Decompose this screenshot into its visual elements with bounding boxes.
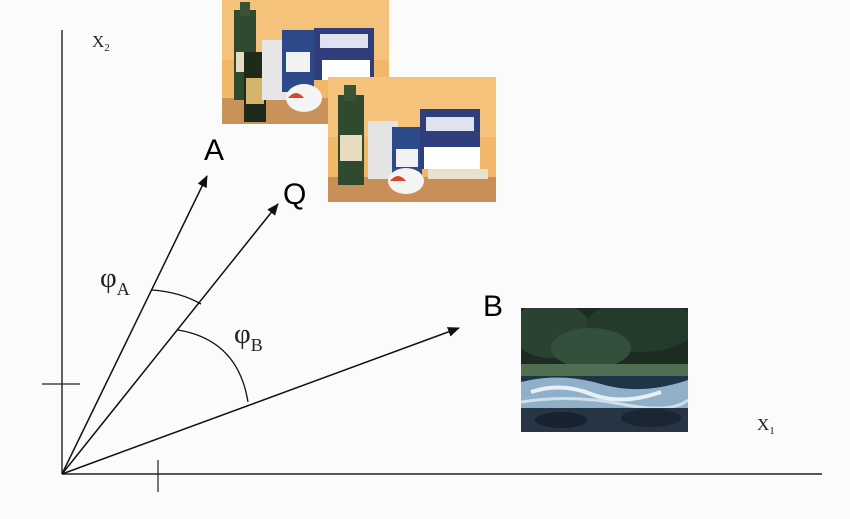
x2-axis-label-main: X <box>92 32 104 51</box>
angle-b-subscript: B <box>251 335 263 355</box>
angle-a-arc <box>151 289 202 305</box>
x1-axis-label-sub: 1 <box>769 425 775 437</box>
shelf-photo-2 <box>328 77 496 202</box>
angle-b-arc <box>177 329 249 403</box>
angle-a-subscript: A <box>117 279 130 299</box>
angle-a-symbol: φ <box>100 262 117 294</box>
x1-axis-label-main: X <box>757 415 769 434</box>
shelf-photo-1 <box>222 0 389 124</box>
river-photo-picture <box>521 308 688 432</box>
vector-q-arrow <box>61 203 279 475</box>
angle-b-symbol: φ <box>234 318 251 350</box>
angle-b-label: φB <box>234 318 263 355</box>
vector-b-arrow <box>61 327 460 475</box>
river-photo <box>521 308 688 432</box>
vector-b-label: B <box>483 290 503 323</box>
shelf-photo-1-picture <box>222 0 389 124</box>
vector-q-label: Q <box>283 178 306 211</box>
shelf-photo-2-picture <box>328 77 496 202</box>
angle-a-label: φA <box>100 262 130 299</box>
x2-axis-label-sub: 2 <box>104 42 110 54</box>
vector-a-label: A <box>204 134 224 167</box>
x1-axis-label: X1 <box>757 415 775 437</box>
x2-axis-label: X2 <box>92 32 110 54</box>
vector-a-arrow <box>61 175 208 475</box>
